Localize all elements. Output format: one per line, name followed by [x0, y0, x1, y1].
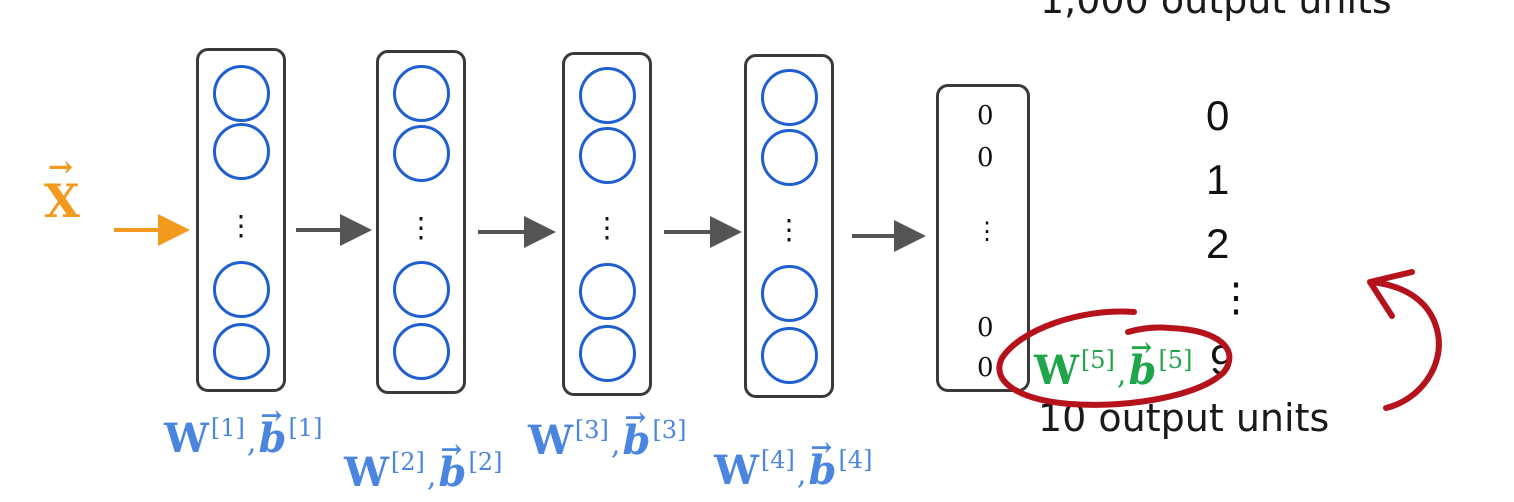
output-value: 0: [977, 313, 994, 343]
neuron: [393, 125, 450, 182]
neuron: [393, 261, 450, 318]
neuron: [213, 65, 270, 122]
layer-3-params: W[3],→b[3]: [528, 403, 687, 464]
separator: ,: [1116, 357, 1127, 392]
vector-arrow-icon: →: [624, 403, 647, 433]
neuron: [761, 129, 818, 186]
neuron: [213, 261, 270, 318]
layer-index: [1]: [288, 414, 323, 442]
digit-label: 0: [1206, 92, 1230, 139]
layer-index: [5]: [1080, 346, 1115, 374]
input-x-vector: → X: [44, 150, 80, 228]
separator: ,: [610, 427, 621, 462]
layer-1-params: W[1],→b[1]: [164, 401, 323, 462]
layer-index: [2]: [468, 448, 503, 476]
neuron: [761, 327, 818, 384]
annotation-curved-arrow: [1369, 279, 1442, 411]
bias-symbol: b: [258, 415, 287, 462]
bias-symbol: b: [622, 417, 651, 464]
layer-4-params: W[4],→b[4]: [714, 433, 873, 494]
layer-index: [4]: [760, 446, 795, 474]
output-value: 0: [977, 101, 994, 131]
neuron: [213, 123, 270, 180]
vector-arrow-icon: →: [48, 150, 74, 185]
top-caption: 1,000 output units: [1040, 0, 1392, 22]
digit-label: 1: [1206, 156, 1230, 203]
annotation-arrowhead: [1367, 269, 1415, 319]
output-value: 0: [977, 353, 994, 383]
output-value: 0: [977, 143, 994, 173]
annotation-ellipse: [996, 308, 1233, 408]
neuron: [579, 263, 636, 320]
layer-index: [4]: [838, 446, 873, 474]
weight-symbol: W: [1034, 347, 1079, 394]
neuron: [213, 323, 270, 380]
layer-index: [3]: [652, 416, 687, 444]
layer-2-params: W[2],→b[2]: [344, 435, 503, 496]
bias-symbol: b: [438, 449, 467, 496]
bias-symbol: b: [808, 447, 837, 494]
hidden-layer-1: ⋮: [196, 48, 286, 392]
vector-arrow-icon: →: [810, 433, 833, 463]
layer-index: [1]: [210, 414, 245, 442]
vector-arrow-icon: →: [260, 401, 283, 431]
weight-symbol: W: [344, 449, 389, 496]
neuron: [761, 69, 818, 126]
weight-symbol: W: [714, 447, 759, 494]
hidden-layer-2: ⋮: [376, 50, 466, 394]
neuron: [761, 265, 818, 322]
layer-index: [2]: [390, 448, 425, 476]
vector-arrow-icon: →: [1130, 333, 1153, 363]
neuron: [393, 323, 450, 380]
neuron: [579, 325, 636, 382]
weight-symbol: W: [164, 415, 209, 462]
bias-symbol: b: [1128, 347, 1157, 394]
separator: ,: [246, 425, 257, 460]
layer-index: [3]: [574, 416, 609, 444]
separator: ,: [796, 457, 807, 492]
weight-symbol: W: [528, 417, 573, 464]
separator: ,: [426, 459, 437, 494]
digit-label: 2: [1206, 220, 1230, 267]
vector-arrow-icon: →: [440, 435, 463, 465]
neuron: [393, 65, 450, 122]
output-layer-params: W[5],→b[5]: [1034, 333, 1193, 394]
neuron: [579, 67, 636, 124]
hidden-layer-4: ⋮: [744, 54, 834, 398]
input-symbol: X: [44, 174, 80, 228]
layer-index: [5]: [1158, 346, 1193, 374]
hidden-layer-3: ⋮: [562, 52, 652, 396]
neuron: [579, 127, 636, 184]
